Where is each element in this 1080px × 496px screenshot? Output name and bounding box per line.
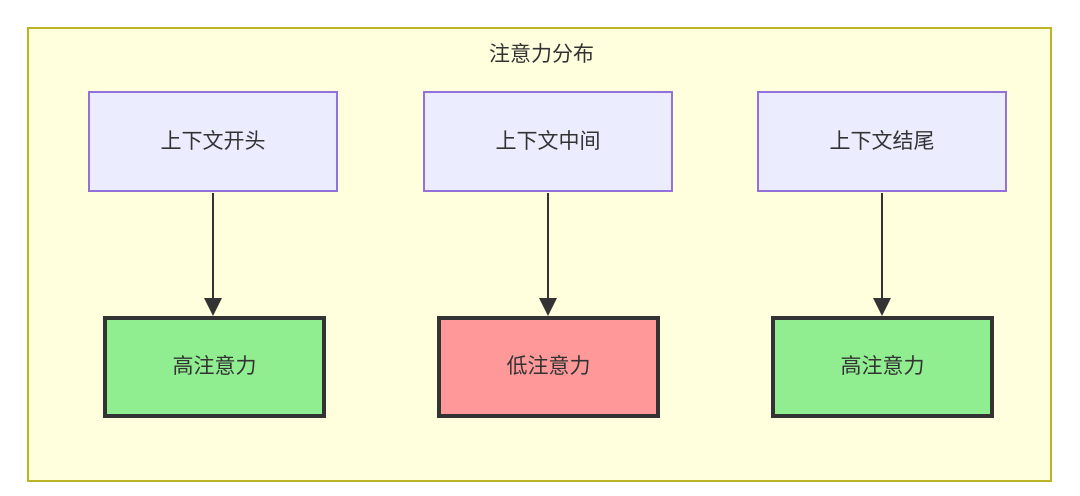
node-label: 低注意力	[506, 355, 591, 378]
node-context-beginning[interactable]: 上下文开头	[88, 91, 338, 192]
node-context-middle[interactable]: 上下文中间	[423, 91, 673, 192]
subgraph-title: 注意力分布	[489, 43, 594, 66]
node-high-attention-left[interactable]: 高注意力	[103, 316, 326, 418]
node-label: 上下文结尾	[829, 129, 935, 153]
node-label: 上下文开头	[160, 129, 266, 153]
node-context-end[interactable]: 上下文结尾	[757, 91, 1007, 192]
node-label: 高注意力	[840, 355, 925, 378]
node-label: 上下文中间	[495, 129, 601, 153]
node-label: 高注意力	[172, 355, 257, 378]
node-low-attention-middle[interactable]: 低注意力	[437, 316, 660, 418]
node-high-attention-right[interactable]: 高注意力	[771, 316, 994, 418]
